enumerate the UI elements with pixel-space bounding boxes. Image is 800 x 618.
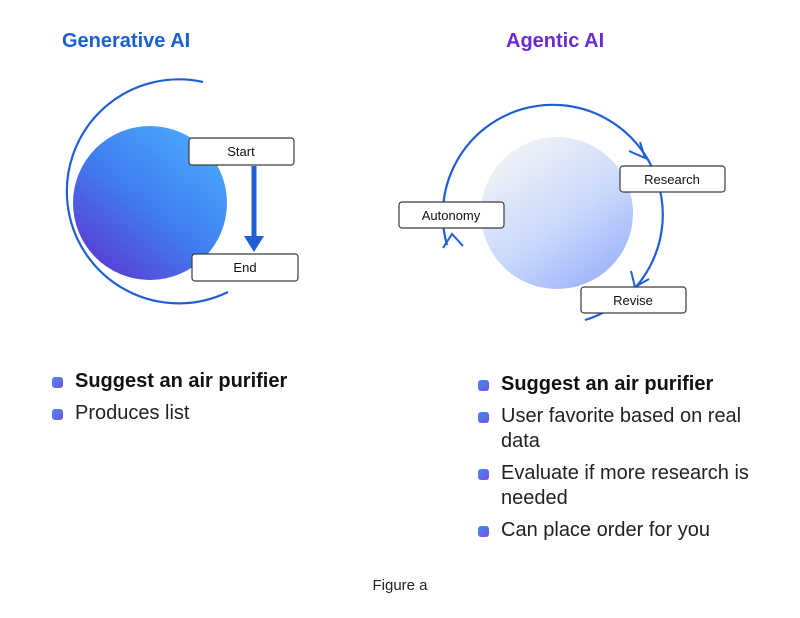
bullet-text: Produces list [75,402,190,424]
agentic-ai-title: Agentic AI [506,30,605,52]
bullet-icon [478,469,489,480]
generative-ring [65,78,229,305]
list-item: Suggest an air purifier [478,372,778,397]
generative-sphere [73,126,227,280]
generative-ai-title: Generative AI [62,30,191,52]
autonomy-node: Autonomy [398,201,505,229]
agentic-diagram: Research Autonomy Revise [398,103,726,322]
ring-chevron-top-right-icon [628,141,647,160]
bullet-icon [478,526,489,537]
list-item: Suggest an air purifier [52,369,352,394]
revise-node-label: Revise [613,293,653,308]
revise-node: Revise [580,286,687,314]
agentic-ring [441,103,664,322]
agentic-sphere [481,137,633,289]
research-node: Research [619,165,726,193]
research-node-label: Research [644,172,700,187]
list-item: Can place order for you [478,518,778,543]
generative-diagram: Start End [65,78,299,305]
diagram-canvas: Start End Research Autonomy Revise [65,78,726,322]
bullet-text: Suggest an air purifier [501,373,714,395]
autonomy-node-label: Autonomy [422,208,481,223]
ring-chevron-left-icon [442,232,464,249]
agentic-bullet-list: Suggest an air purifier User favorite ba… [478,372,778,550]
start-to-end-arrowhead [244,236,264,252]
bullet-text: Can place order for you [501,519,711,541]
start-node: Start [188,137,295,166]
bullet-icon [478,380,489,391]
bullet-text: Suggest an air purifier [75,370,288,392]
end-node-label: End [233,260,256,275]
list-item: Evaluate if more research is needed [478,461,778,511]
end-node: End [191,253,299,282]
bullet-text: Evaluate if more research is needed [501,462,749,509]
bullet-icon [478,412,489,423]
list-item: Produces list [52,401,352,426]
figure-caption: Figure a [372,577,428,594]
list-item: User favorite based on real data [478,404,778,454]
bullet-text: User favorite based on real data [501,405,742,452]
start-node-label: Start [227,144,255,159]
generative-bullet-list: Suggest an air purifier Produces list [52,369,352,433]
bullet-icon [52,409,63,420]
bullet-icon [52,377,63,388]
